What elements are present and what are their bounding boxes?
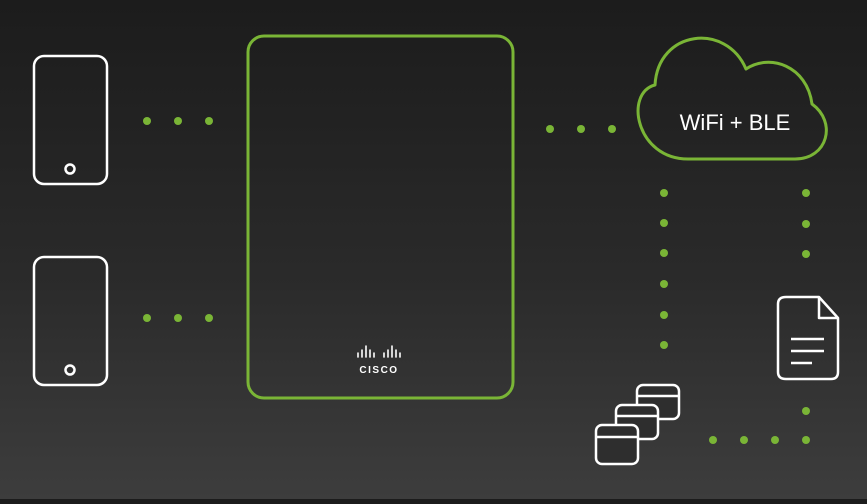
- cisco-logo-icon: [357, 345, 401, 358]
- connector-dots-cloud-document: [802, 189, 810, 258]
- smartphone-top-icon: [32, 54, 109, 186]
- brand-label: CISCO: [359, 365, 398, 376]
- connector-dots-ap-cloud: [546, 125, 616, 133]
- access-point-device-icon: [246, 34, 515, 400]
- connector-dots-cloud-windows: [660, 189, 668, 349]
- connector-dots-phone-bottom: [143, 314, 213, 322]
- connector-dots-document-windows: [709, 407, 810, 444]
- cloud-label: WiFi + BLE: [680, 110, 791, 135]
- connector-dots-phone-top: [143, 117, 213, 125]
- app-windows-icon: [594, 383, 681, 466]
- document-icon: [776, 295, 840, 381]
- smartphone-bottom-icon: [32, 255, 109, 387]
- cloud-icon: [636, 36, 828, 161]
